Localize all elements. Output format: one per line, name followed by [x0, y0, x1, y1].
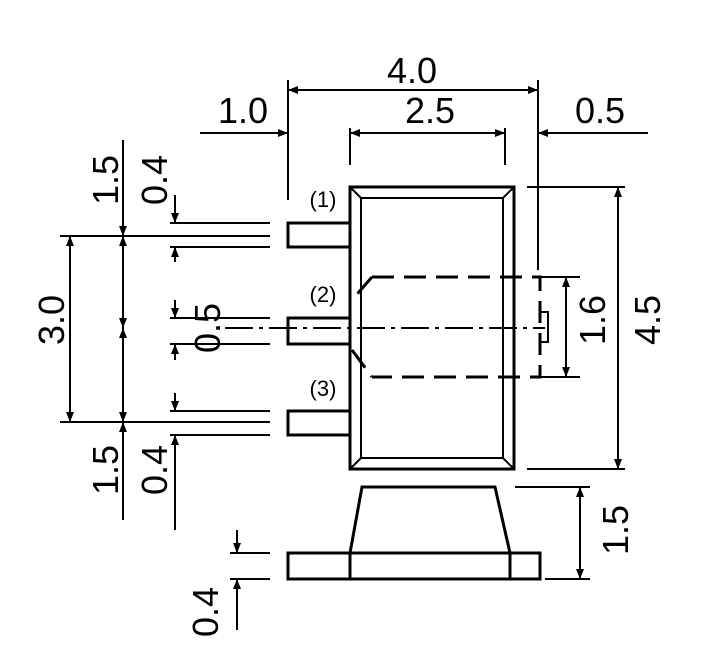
- pin-1-lead: [286, 221, 352, 249]
- dim-bottom-pitch: 1.5: [85, 445, 126, 495]
- dim-package-height: 1.5: [595, 505, 636, 555]
- dim-top-pitch: 1.5: [85, 155, 126, 205]
- dim-total-width: 4.0: [387, 50, 437, 91]
- side-view-body: [348, 485, 512, 554]
- dim-tab-height: 1.6: [572, 295, 613, 345]
- extension-lines: [60, 80, 648, 580]
- pin-label-1: (1): [310, 187, 337, 212]
- dim-lead-thickness: 0.4: [185, 587, 226, 637]
- dimension-lines: [66, 86, 648, 630]
- pin-label-2: (2): [310, 282, 337, 307]
- dim-pin-lead-length: 1.0: [218, 90, 268, 131]
- hidden-tab-outline: [350, 275, 542, 379]
- pin-label-3: (3): [310, 376, 337, 401]
- pin-3-lead: [286, 409, 352, 437]
- dim-bottom-lead-width: 0.4: [134, 445, 175, 495]
- tab-notch: [540, 311, 549, 343]
- dim-top-lead-width: 0.4: [134, 155, 175, 205]
- dim-body-height: 4.5: [627, 295, 668, 345]
- dim-pin-span: 2.5: [405, 90, 455, 131]
- pin-2-lead: [286, 316, 352, 346]
- dim-center-lead-width: 0.5: [187, 303, 228, 353]
- dim-tab-protrusion: 0.5: [575, 90, 625, 131]
- dim-pin-group-span: 3.0: [31, 295, 72, 345]
- side-view-base: [286, 551, 542, 581]
